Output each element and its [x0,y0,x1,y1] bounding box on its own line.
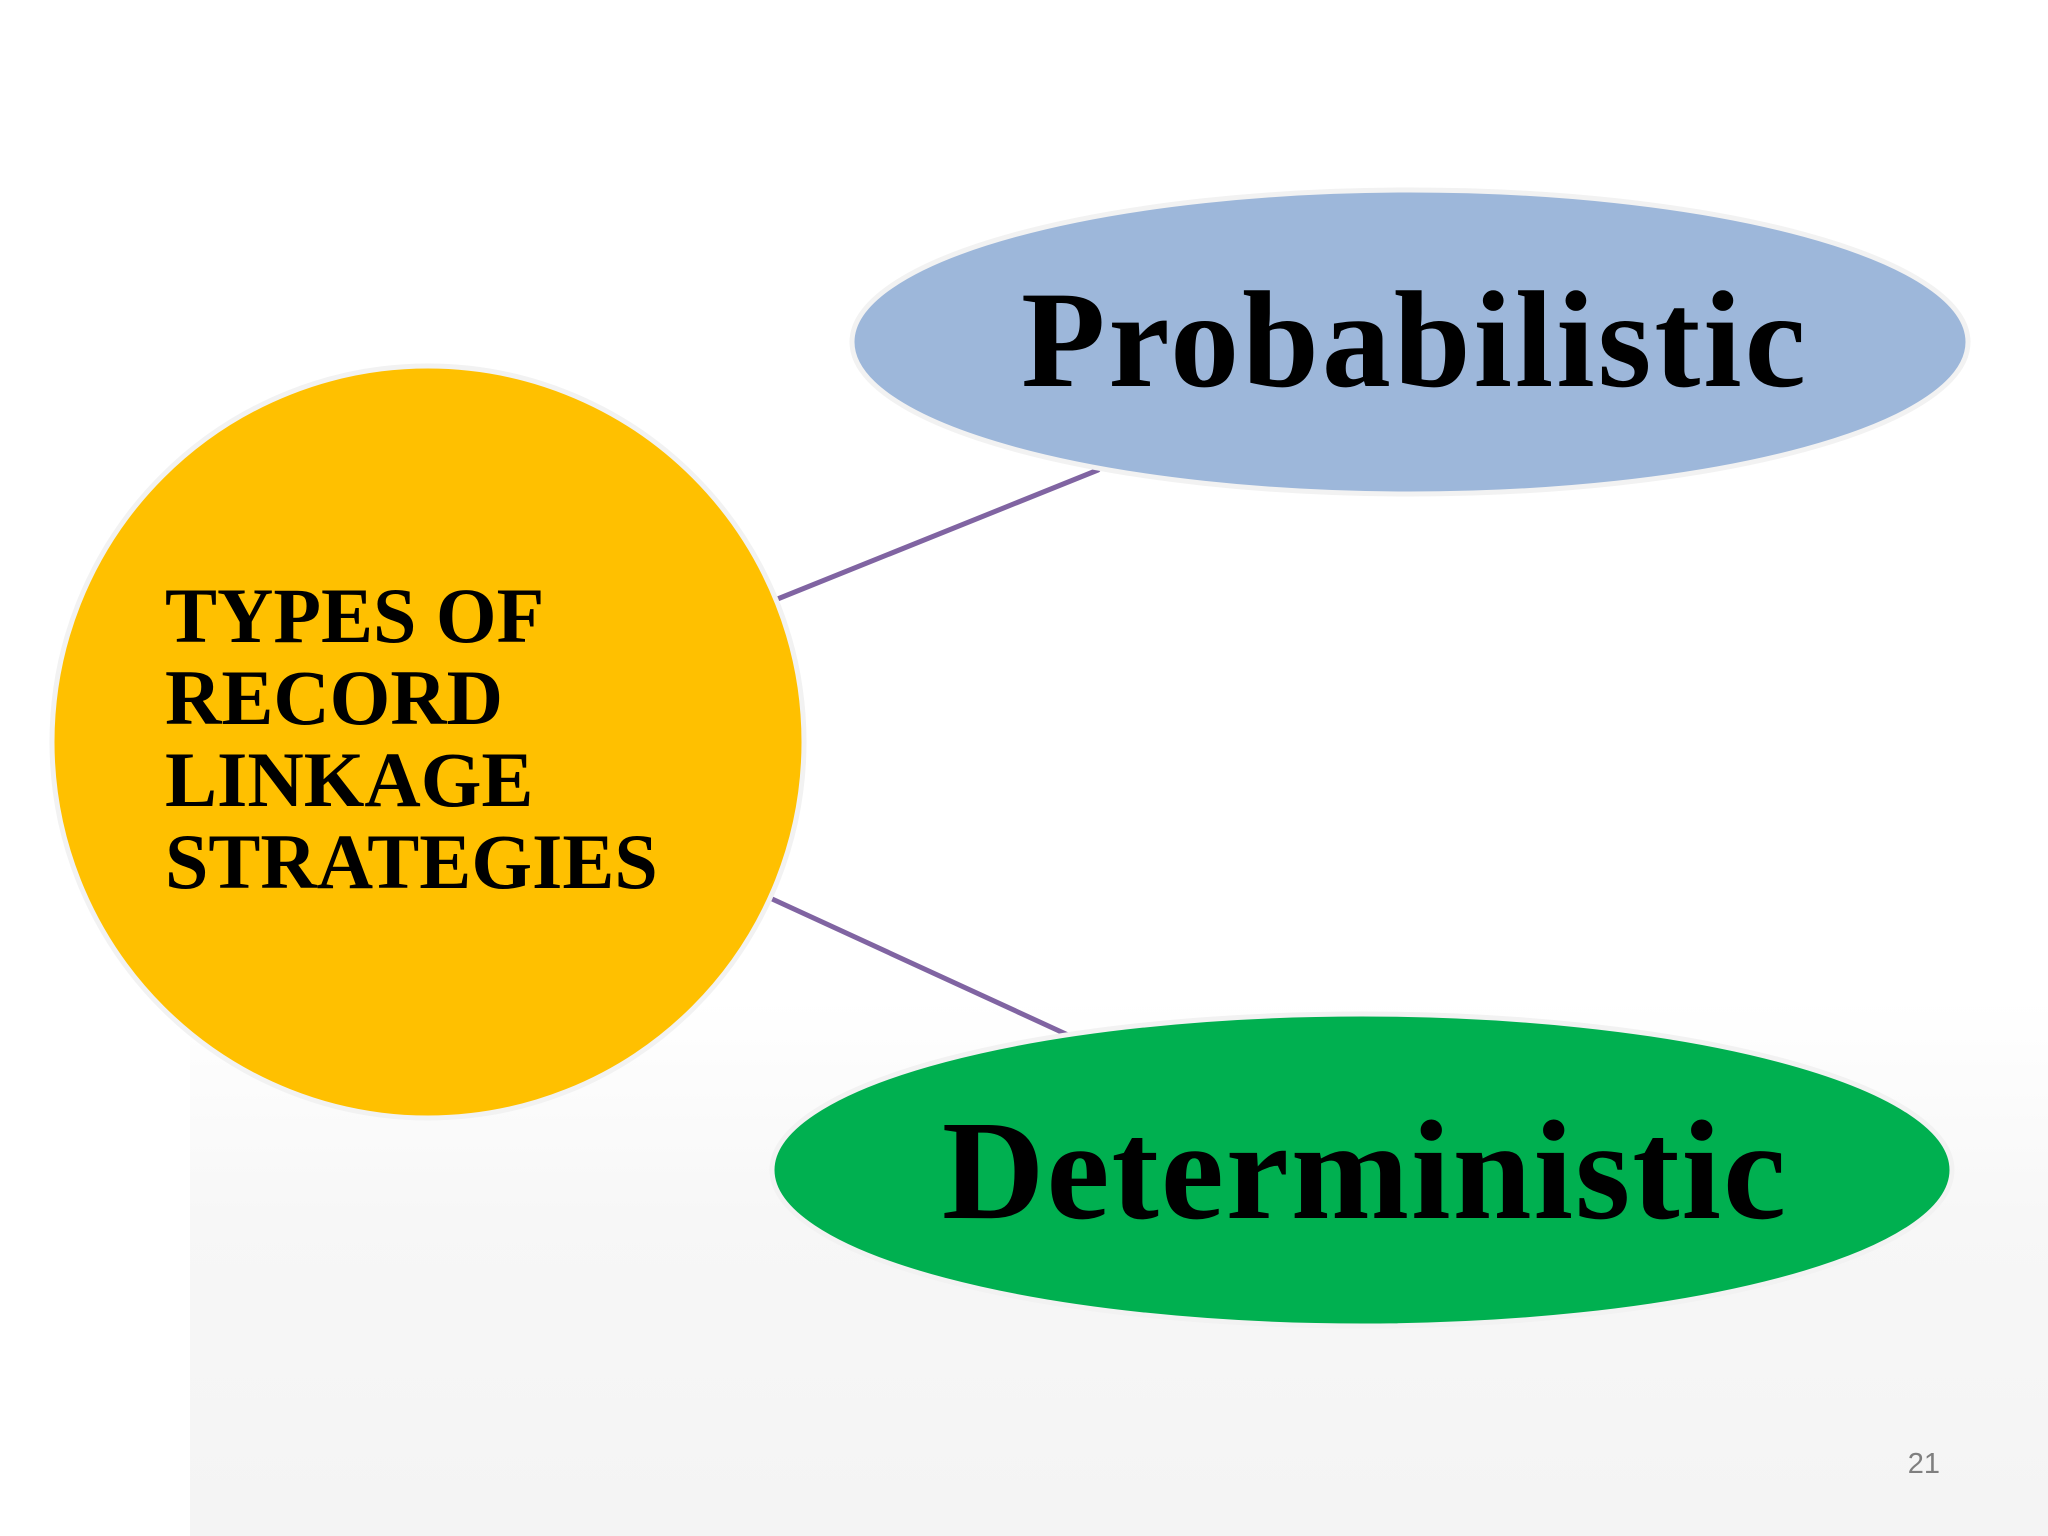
connector-line-probabilistic [772,467,1101,603]
deterministic-node-label: Deterministic [941,1091,1789,1249]
center-node-label: TYPES OF RECORD LINKAGE STRATEGIES [165,575,725,903]
center-node-line: RECORD [165,654,504,741]
center-node-circle [49,363,807,1121]
center-node-line: LINKAGE [165,736,534,823]
connector-line-deterministic [767,895,1071,1038]
center-node-line: STRATEGIES [165,818,658,905]
deterministic-node-ellipse [769,1011,1955,1329]
probabilistic-node-label: Probabilistic [1021,263,1809,416]
probabilistic-node-ellipse [849,187,1971,497]
center-node-line: TYPES OF [165,572,545,659]
page-number: 21 [1907,1448,1940,1480]
